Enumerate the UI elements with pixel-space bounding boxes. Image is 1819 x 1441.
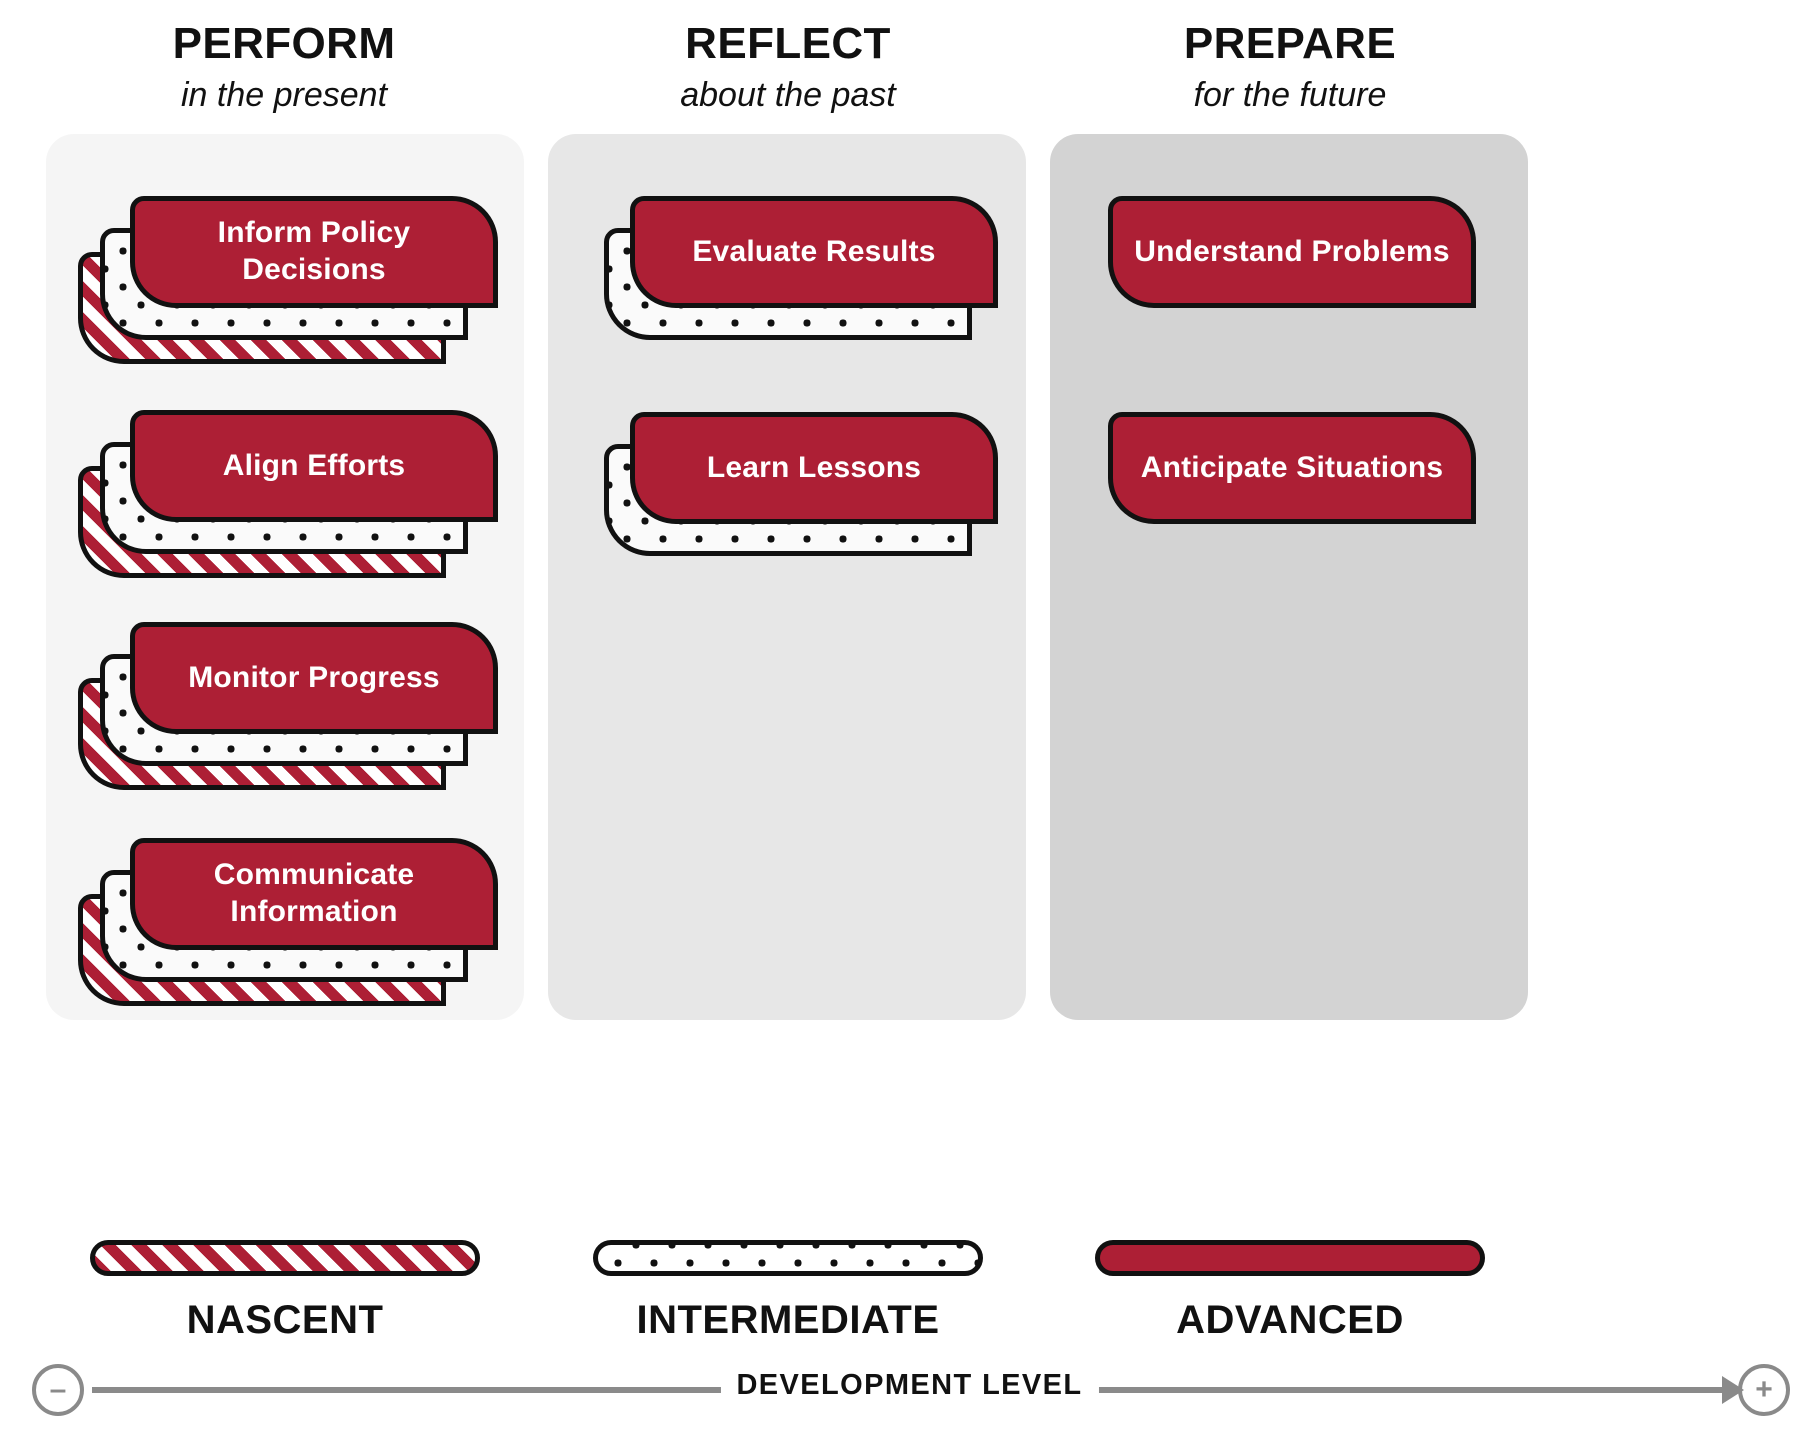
card-layer-advanced: Inform Policy Decisions — [130, 196, 498, 308]
legend-nascent[interactable]: NASCENT — [45, 1240, 525, 1343]
legend-swatch-nascent — [90, 1240, 480, 1276]
axis-plus-icon: + — [1738, 1364, 1790, 1416]
legend-label-intermediate: INTERMEDIATE — [636, 1298, 940, 1342]
card-layer-advanced: Align Efforts — [130, 410, 498, 522]
column-header-prepare: PREPARE for the future — [1050, 19, 1530, 114]
axis-label: DEVELOPMENT LEVEL — [720, 1369, 1099, 1402]
card-label: Evaluate Results — [692, 234, 936, 268]
card-stack-understand-problems[interactable]: Understand Problems — [1108, 196, 1488, 308]
column-header-reflect: REFLECT about the past — [548, 19, 1028, 114]
card-layer-advanced: Anticipate Situations — [1108, 412, 1476, 524]
card-label: Monitor Progress — [188, 660, 440, 694]
card-label: Align Efforts — [222, 448, 406, 482]
card-layer-advanced: Monitor Progress — [130, 622, 498, 734]
legend-label-nascent: NASCENT — [186, 1298, 384, 1342]
card-label: Learn Lessons — [706, 450, 922, 484]
card-stack-communicate-information[interactable]: Communicate Information — [78, 838, 498, 1006]
card-stack-evaluate-results[interactable]: Evaluate Results — [604, 196, 998, 340]
card-label: Communicate Information — [213, 858, 415, 928]
card-stack-anticipate-situations[interactable]: Anticipate Situations — [1108, 412, 1488, 524]
card-label: Understand Problems — [1134, 234, 1450, 268]
card-layer-advanced: Evaluate Results — [630, 196, 998, 308]
legend-swatch-advanced — [1095, 1240, 1485, 1276]
column-title-prepare: PREPARE — [1183, 19, 1397, 68]
card-stack-learn-lessons[interactable]: Learn Lessons — [604, 412, 998, 556]
column-header-perform: PERFORM in the present — [44, 19, 524, 114]
card-layer-advanced: Learn Lessons — [630, 412, 998, 524]
card-layer-advanced: Understand Problems — [1108, 196, 1476, 308]
legend-label-advanced: ADVANCED — [1176, 1298, 1404, 1342]
column-subtitle-perform: in the present — [180, 76, 388, 114]
legend-advanced[interactable]: ADVANCED — [1050, 1240, 1530, 1343]
legend-intermediate[interactable]: INTERMEDIATE — [548, 1240, 1028, 1343]
column-subtitle-reflect: about the past — [680, 76, 896, 114]
column-subtitle-prepare: for the future — [1193, 76, 1387, 114]
card-layer-advanced: Communicate Information — [130, 838, 498, 950]
card-stack-monitor-progress[interactable]: Monitor Progress — [78, 622, 498, 790]
axis-minus-icon: – — [32, 1364, 84, 1416]
axis-plus-label: + — [1755, 1373, 1773, 1406]
card-stack-align-efforts[interactable]: Align Efforts — [78, 410, 498, 578]
column-title-reflect: REFLECT — [685, 19, 891, 68]
legend-swatch-intermediate — [593, 1240, 983, 1276]
card-label: Anticipate Situations — [1140, 450, 1444, 484]
development-level-axis: – DEVELOPMENT LEVEL + — [0, 1356, 1819, 1426]
axis-minus-label: – — [49, 1373, 67, 1406]
card-stack-inform-policy-decisions[interactable]: Inform Policy Decisions — [78, 196, 498, 364]
card-label: Inform Policy Decisions — [217, 216, 411, 286]
column-title-perform: PERFORM — [172, 19, 396, 68]
